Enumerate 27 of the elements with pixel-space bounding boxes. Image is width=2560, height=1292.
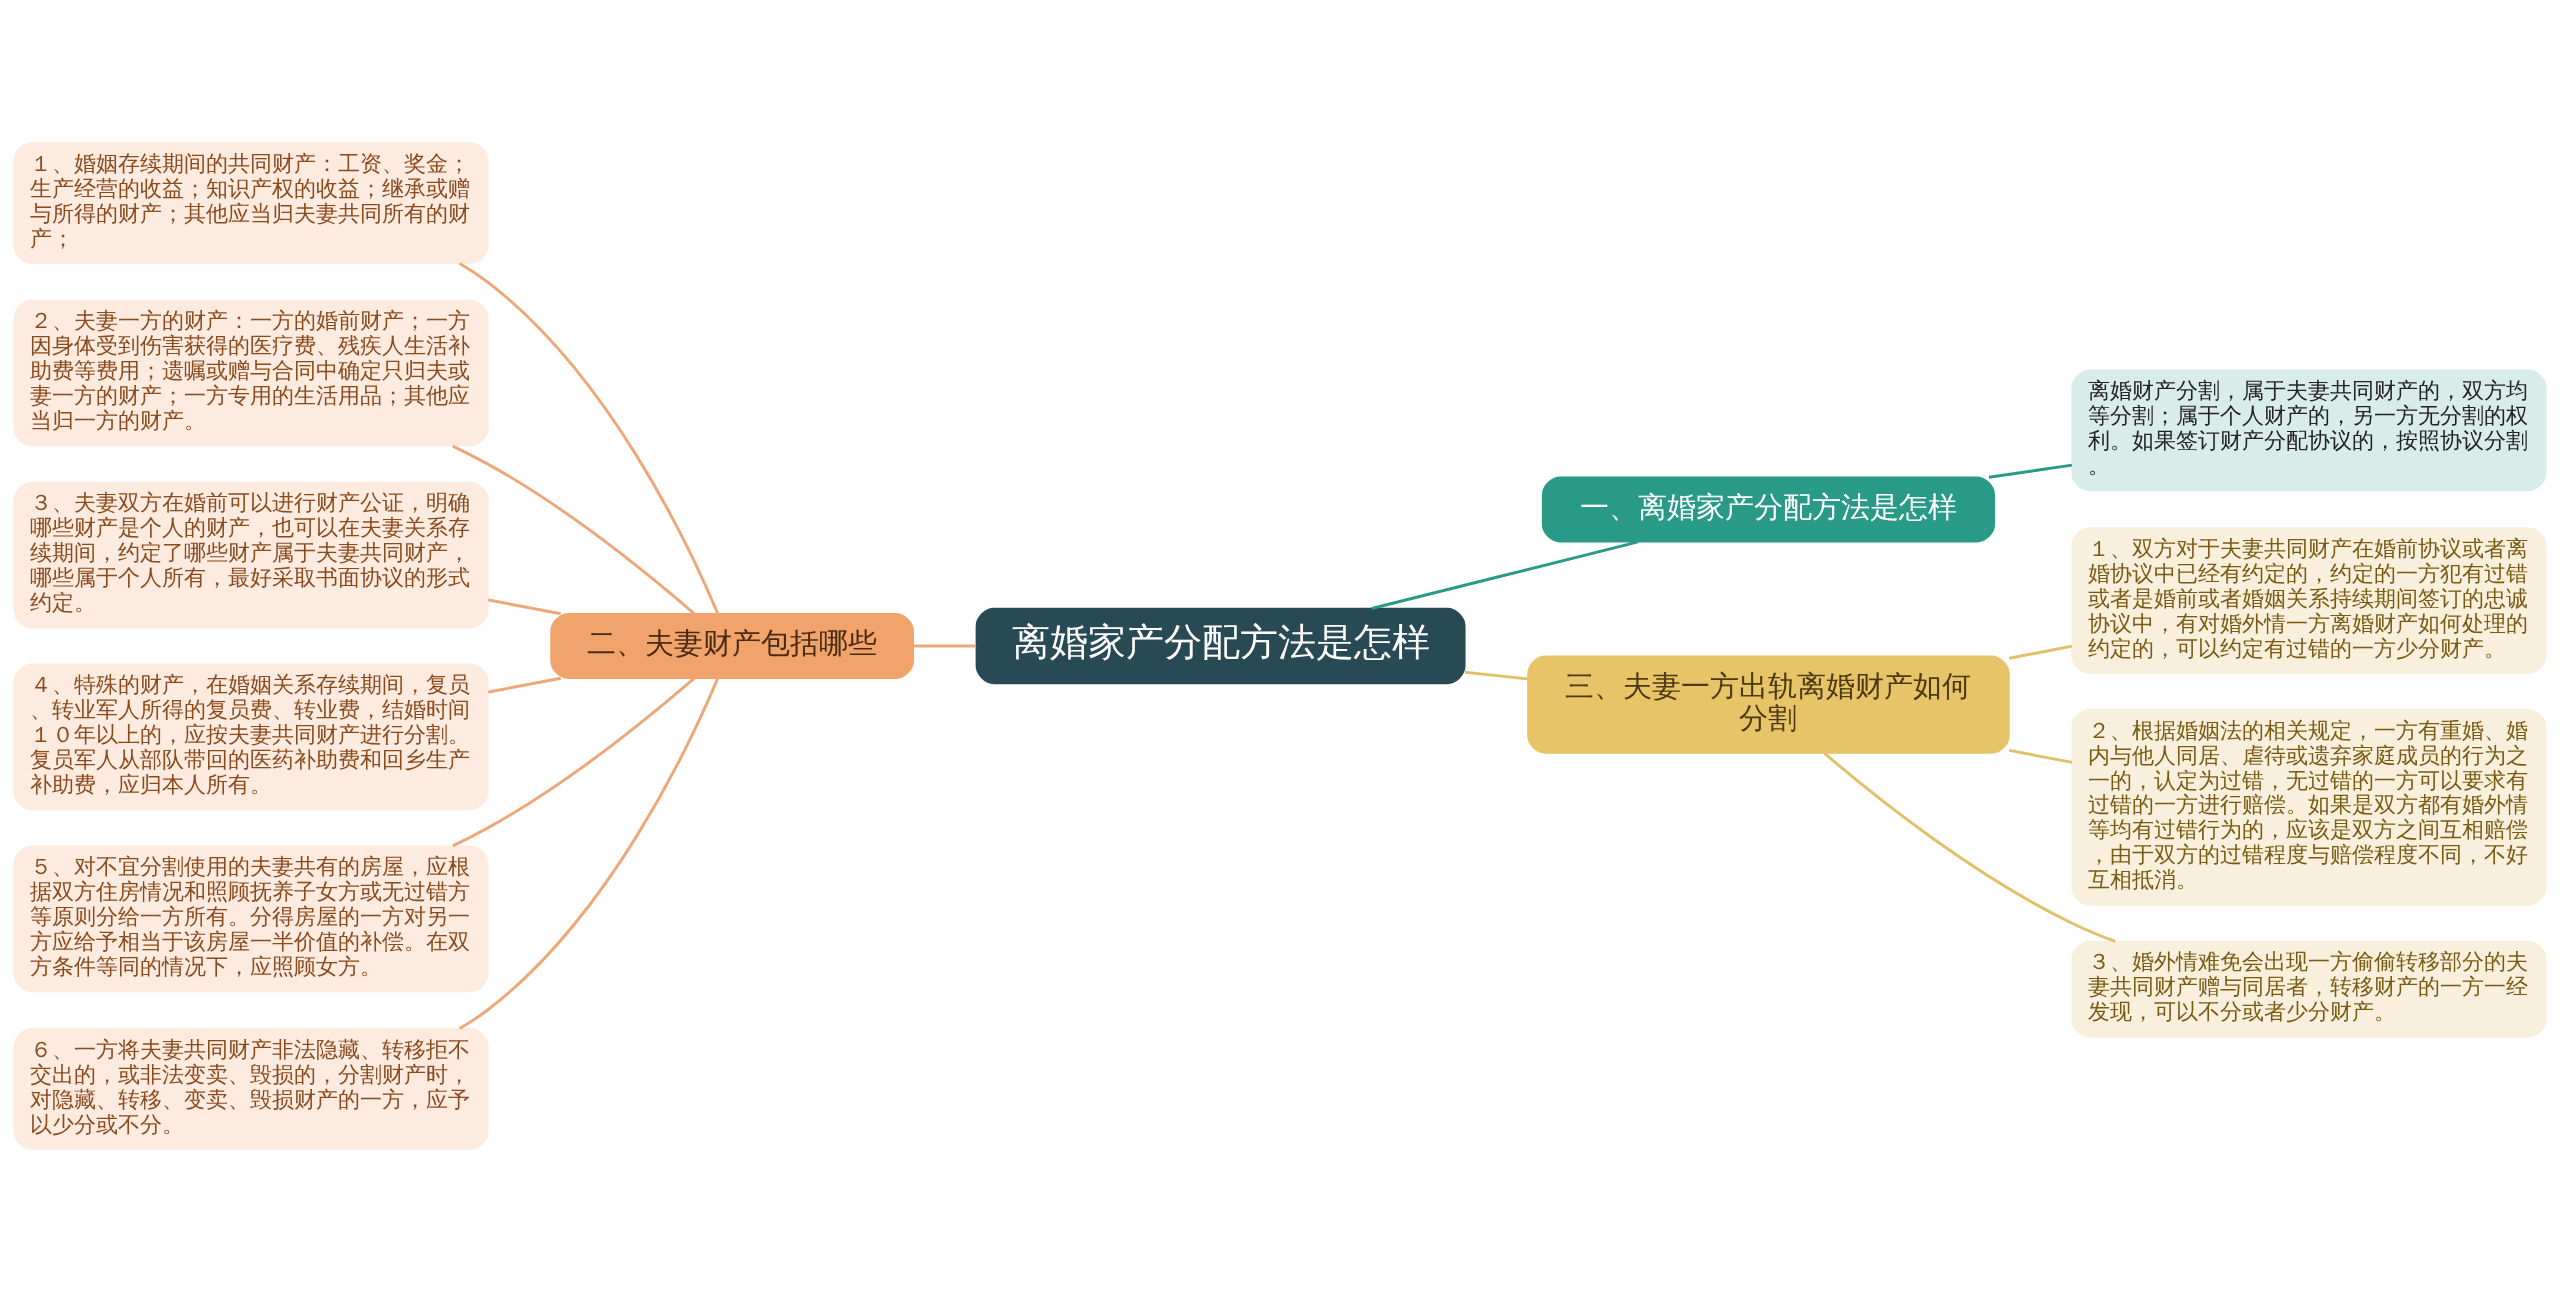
node-box: 一、离婚家产分配方法是怎样 bbox=[1541, 476, 1996, 543]
node-box: １、双方对于夫妻共同财产在婚前协议或者离婚协议中已经有约定的，约定的一方犯有过错或者是婚前或者婚姻关系持续期间签订的忠诚协议中，有对婚外情一方离婚财产如何处理的约定的，可以约定有过错的一方少分财产。 bbox=[2071, 527, 2547, 674]
connector bbox=[487, 598, 561, 616]
connector bbox=[1823, 752, 2116, 943]
connector bbox=[452, 677, 696, 848]
node-box: 离婚家产分配方法是怎样 bbox=[975, 607, 1466, 685]
node-box: ４、特殊的财产，在婚姻关系存续期间，复员、转业军人所得的复员费、转业费，结婚时间１０年以上的，应按夫妻共同财产进行分割。复员军人从部队带回的医药补助费和回乡生产补助费，应归本人所有。 bbox=[13, 663, 489, 811]
connector bbox=[2008, 644, 2073, 660]
connector bbox=[1988, 463, 2073, 479]
connector bbox=[2008, 748, 2073, 764]
connector bbox=[458, 677, 720, 1030]
connector bbox=[913, 644, 977, 648]
node-box: 三、夫妻一方出轨离婚财产如何分割 bbox=[1527, 655, 2010, 754]
node-box: ２、夫妻一方的财产：一方的婚前财产；一方因身体受到伤害获得的医疗费、残疾人生活补助费等费用；遗嘱或赠与合同中确定只归夫或妻一方的财产；一方专用的生活用品；其他应当归一方的财产。 bbox=[13, 299, 489, 447]
node-box: ３、婚外情难免会出现一方偷偷转移部分的夫妻共同财产赠与同居者，转移财产的一方一经发现，可以不分或者少分财产。 bbox=[2071, 940, 2547, 1038]
connector bbox=[452, 444, 696, 615]
node-box: 二、夫妻财产包括哪些 bbox=[550, 613, 915, 679]
connector bbox=[1464, 670, 1528, 681]
node-box: ３、夫妻双方在婚前可以进行财产公证，明确哪些财产是个人的财产，也可以在夫妻关系存续期间，约定了哪些财产属于夫妻共同财产，哪些属于个人所有，最好采取书面协议的形式约定。 bbox=[13, 481, 489, 629]
connector bbox=[487, 676, 561, 694]
node-box: 离婚财产分割，属于夫妻共同财产的，双方均等分割；属于个人财产的，另一方无分割的权利。如果签订财产分配协议的，按照协议分割。 bbox=[2071, 369, 2547, 492]
connector bbox=[1371, 540, 1639, 610]
node-box: ２、根据婚姻法的相关规定，一方有重婚、婚内与他人同居、虐待或遗弃家庭成员的行为之一的，认定为过错，无过错的一方可以要求有过错的一方进行赔偿。如果是双方都有婚外情等均有过错行为的，应该是双方之间互相赔偿，由于双方的过错程度与赔偿程度不同，不好互相抵消。 bbox=[2071, 709, 2547, 906]
node-box: ５、对不宜分割使用的夫妻共有的房屋，应根据双方住房情况和照顾抚养子女方或无过错方等原则分给一方所有。分得房屋的一方对另一方应给予相当于该房屋一半价值的补偿。在双方条件等同的情况下，应照顾女方。 bbox=[13, 845, 489, 993]
node-box: １、婚姻存续期间的共同财产：工资、奖金；生产经营的收益；知识产权的收益；继承或赠与所得的财产；其他应当归夫妻共同所有的财产； bbox=[13, 142, 489, 264]
connector bbox=[458, 262, 720, 615]
node-box: ６、一方将夫妻共同财产非法隐藏、转移拒不交出的，或非法变卖、毁损的，分割财产时，对隐藏、转移、变卖、毁损财产的一方，应予以少分或不分。 bbox=[13, 1028, 489, 1150]
